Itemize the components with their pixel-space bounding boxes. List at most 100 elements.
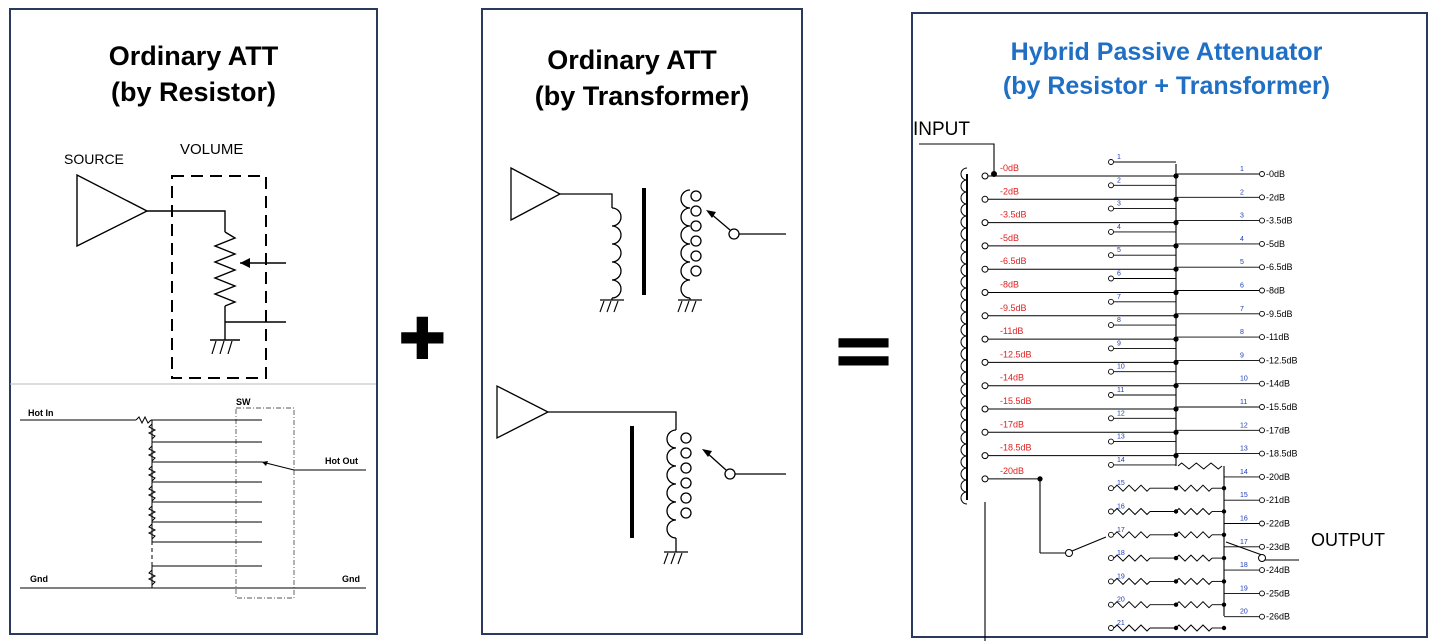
gnd-right-label: Gnd — [342, 574, 360, 584]
switch-number: 10 — [1117, 364, 1125, 371]
secondary-coil-top — [680, 189, 691, 299]
output-label: -9.5dB — [1266, 309, 1293, 319]
tap-label: -11dB — [1000, 326, 1023, 336]
resistor — [1113, 484, 1151, 492]
resistor — [1175, 484, 1213, 492]
switch-number: 15 — [1117, 480, 1125, 487]
output-label: -0dB — [1266, 169, 1285, 179]
resistor — [1175, 507, 1213, 516]
tap-node — [981, 242, 989, 250]
output-number: 10 — [1240, 376, 1248, 383]
output-contact — [1259, 217, 1265, 224]
switch-common-left — [1065, 549, 1073, 557]
switch-number: 19 — [1117, 573, 1125, 580]
panel2-title-line1: Ordinary ATT — [547, 45, 717, 75]
junction-dot — [1221, 486, 1227, 491]
output-number: 19 — [1240, 585, 1248, 592]
resistor — [1177, 462, 1223, 470]
output-contact — [1259, 334, 1265, 341]
tap-node — [981, 475, 989, 483]
switch-number: 6 — [1117, 271, 1121, 278]
junction-dot — [1173, 509, 1179, 514]
resistor — [1113, 507, 1151, 516]
hot-in-label: Hot In — [28, 408, 54, 418]
tap-label: -14dB — [1000, 373, 1024, 383]
junction-dot — [1173, 625, 1179, 631]
output-label: -6.5dB — [1266, 262, 1293, 272]
junction-dot — [1173, 453, 1179, 459]
panel-resistor-att: Ordinary ATT (by Resistor) — [9, 8, 378, 635]
junction-dot — [1173, 486, 1179, 491]
switch-number: 11 — [1117, 387, 1124, 394]
tap-label: -18.5dB — [1000, 443, 1032, 453]
switch-contact — [1108, 415, 1114, 422]
equals-sign: = — [830, 303, 898, 396]
output-contact — [1259, 473, 1265, 480]
output-label: -12.5dB — [1266, 355, 1298, 365]
resistor — [1175, 624, 1213, 632]
output-contact — [1259, 264, 1265, 271]
output-label: -25dB — [1266, 588, 1290, 598]
tap-label: -12.5dB — [1000, 349, 1032, 359]
plus-sign: ✚ — [398, 305, 447, 373]
switch-contact — [1108, 228, 1114, 235]
output-contact — [1259, 310, 1265, 317]
tap-node — [981, 335, 989, 343]
output-label: -3.5dB — [1266, 216, 1293, 226]
junction-dot — [1173, 266, 1179, 272]
output-contact — [1259, 287, 1265, 294]
junction-dot — [1173, 196, 1179, 202]
tap-node — [981, 265, 989, 273]
output-label: -20dB — [1266, 472, 1290, 482]
switch-box — [235, 407, 295, 599]
volume-box — [171, 175, 267, 379]
resistor — [1113, 624, 1151, 632]
output-label: -22dB — [1266, 519, 1290, 529]
switch-contact — [1108, 438, 1114, 445]
switch-contact — [1108, 205, 1114, 212]
output-contact — [1259, 427, 1265, 434]
hot-out-label: Hot Out — [325, 456, 358, 466]
resistor — [1113, 600, 1151, 609]
output-label: -14dB — [1266, 379, 1290, 389]
output-contact — [1259, 567, 1265, 574]
switch-contact — [1108, 182, 1114, 189]
switch-number: 20 — [1117, 597, 1125, 604]
switch-contact — [1108, 368, 1114, 375]
output-number: 9 — [1240, 352, 1244, 359]
output-number: 14 — [1240, 469, 1248, 476]
switch-number: 14 — [1117, 457, 1125, 464]
junction-dot — [1173, 579, 1179, 584]
output-number: 17 — [1240, 539, 1248, 546]
output-contact — [1259, 497, 1265, 504]
junction-dot — [1173, 555, 1179, 561]
resistor — [1175, 577, 1213, 586]
output-number: 4 — [1240, 236, 1244, 243]
tap-node — [981, 382, 989, 390]
tap-node — [981, 452, 989, 460]
output-number: 11 — [1240, 399, 1247, 406]
switch-number: 18 — [1117, 550, 1125, 557]
output-label: -2dB — [1266, 192, 1285, 202]
panel-transformer-att: Ordinary ATT (by Transformer) — [481, 8, 803, 635]
autotransformer-coil — [666, 429, 677, 539]
tap-label: -17dB — [1000, 419, 1024, 429]
tap-label: -6.5dB — [1000, 256, 1027, 266]
input-label: INPUT — [913, 119, 970, 140]
junction-dot — [1221, 532, 1227, 537]
tap-label: -15.5dB — [1000, 396, 1032, 406]
switch-contact — [1108, 252, 1114, 259]
switch-contact — [1108, 578, 1114, 585]
output-label: -18.5dB — [1266, 449, 1298, 459]
output-number: 18 — [1240, 562, 1248, 569]
output-number: 2 — [1240, 189, 1244, 196]
output-label: -5dB — [1266, 239, 1285, 249]
output-contact — [1259, 520, 1265, 527]
output-label: -21dB — [1266, 495, 1290, 505]
output-number: 16 — [1240, 516, 1248, 523]
junction-dot — [1173, 359, 1179, 365]
output-contact — [1259, 171, 1265, 177]
panel3-title-line1: Hybrid Passive Attenuator — [1010, 38, 1323, 66]
resistor — [1175, 554, 1213, 562]
